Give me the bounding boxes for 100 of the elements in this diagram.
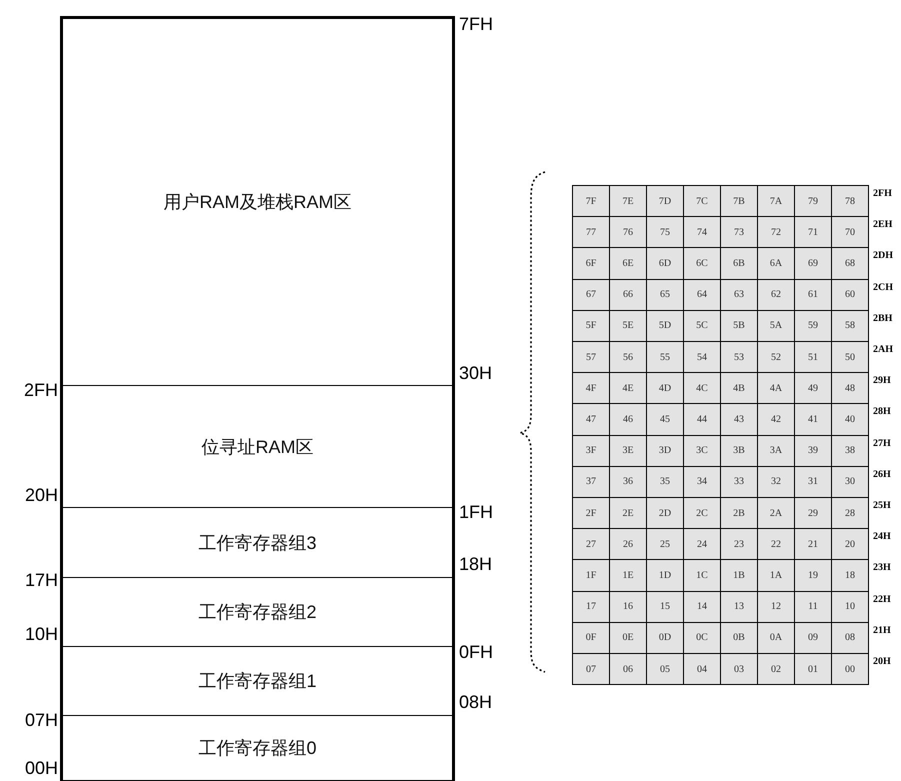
bit-address: 13 [720, 590, 758, 623]
bit-address: 69 [794, 247, 832, 280]
bit-address: 04 [683, 653, 721, 686]
bit-address: 17 [572, 590, 610, 623]
bit-address: 35 [646, 466, 684, 498]
bit-address: 00 [831, 653, 869, 686]
bit-address: 3C [683, 434, 721, 467]
byte-address-label: 24H [873, 531, 891, 544]
address-label: 00H [24, 758, 58, 778]
bit-address: 68 [831, 247, 869, 280]
address-label: 1FH [459, 502, 494, 522]
bit-address: 7A [757, 185, 795, 218]
bit-address: 28 [831, 497, 869, 530]
bit-address: 4E [609, 372, 647, 404]
bit-address: 1E [609, 559, 647, 592]
bit-address: 27 [572, 528, 610, 560]
bit-address: 50 [831, 341, 869, 374]
bit-address: 06 [609, 653, 647, 686]
bit-address: 03 [720, 653, 758, 686]
bit-address: 22 [757, 528, 795, 560]
bit-address: 1F [572, 559, 610, 592]
bit-address: 49 [794, 372, 832, 404]
bit-address: 11 [794, 590, 832, 623]
bit-address: 4B [720, 372, 758, 404]
bit-address: 6B [720, 247, 758, 280]
bit-address: 09 [794, 622, 832, 654]
bit-address: 0A [757, 622, 795, 654]
bit-address: 5C [683, 310, 721, 342]
bit-address: 71 [794, 216, 832, 248]
byte-address-label: 23H [873, 562, 891, 574]
bit-address: 62 [757, 278, 795, 311]
bit-address: 6C [683, 247, 721, 280]
address-label: 07H [24, 710, 58, 730]
bit-address: 66 [609, 278, 647, 311]
byte-address-label: 20H [873, 656, 891, 668]
bit-address: 7F [572, 185, 610, 218]
bit-address: 7C [683, 185, 721, 218]
bit-address: 60 [831, 278, 869, 311]
bit-address: 7D [646, 185, 684, 218]
bit-address: 1C [683, 559, 721, 592]
bit-address: 24 [683, 528, 721, 560]
bit-address: 59 [794, 310, 832, 342]
address-label: 2FH [24, 380, 58, 400]
byte-address-label: 2AH [873, 344, 893, 356]
bit-address: 1D [646, 559, 684, 592]
byte-address-label: 29H [873, 375, 891, 388]
bit-address: 2A [757, 497, 795, 530]
bit-address: 6A [757, 247, 795, 280]
bit-address: 70 [831, 216, 869, 248]
bit-address: 2B [720, 497, 758, 530]
byte-address-label: 2EH [873, 219, 892, 232]
bit-address: 01 [794, 653, 832, 686]
byte-address-label: 22H [873, 594, 891, 606]
bit-address: 0D [646, 622, 684, 654]
section-label: 工作寄存器组0 [198, 737, 316, 760]
bit-address: 33 [720, 466, 758, 498]
bit-address: 3E [609, 434, 647, 467]
address-label: 08H [459, 692, 492, 712]
bit-address: 43 [720, 403, 758, 436]
bit-address: 56 [609, 341, 647, 374]
bit-address: 08 [831, 622, 869, 654]
bit-address: 21 [794, 528, 832, 560]
byte-address-label: 2DH [873, 250, 893, 262]
bit-address: 45 [646, 403, 684, 436]
bit-address: 67 [572, 278, 610, 311]
bit-address: 74 [683, 216, 721, 248]
bit-address: 14 [683, 590, 721, 623]
bit-address: 3F [572, 434, 610, 467]
bit-address: 3A [757, 434, 795, 467]
bit-address: 79 [794, 185, 832, 218]
address-label: 17H [24, 570, 58, 590]
bit-address: 18 [831, 559, 869, 592]
bit-address: 0E [609, 622, 647, 654]
byte-address-label: 2BH [873, 312, 892, 325]
bit-address: 76 [609, 216, 647, 248]
section-label: 工作寄存器组2 [198, 601, 316, 624]
bit-address: 55 [646, 341, 684, 374]
bit-address: 2D [646, 497, 684, 530]
bit-address: 77 [572, 216, 610, 248]
bit-address: 42 [757, 403, 795, 436]
bit-address: 16 [609, 590, 647, 623]
byte-address-label: 26H [873, 468, 891, 481]
bit-address: 63 [720, 278, 758, 311]
address-label: 7FH [459, 14, 494, 34]
bit-address: 37 [572, 466, 610, 498]
address-label: 18H [459, 554, 492, 574]
bit-address: 51 [794, 341, 832, 374]
bit-address: 26 [609, 528, 647, 560]
bit-address: 5B [720, 310, 758, 342]
bit-address: 52 [757, 341, 795, 374]
byte-address-label: 25H [873, 500, 891, 512]
bit-address: 2C [683, 497, 721, 530]
bit-address: 58 [831, 310, 869, 342]
bit-address: 0F [572, 622, 610, 654]
bit-address: 2F [572, 497, 610, 530]
bit-address: 10 [831, 590, 869, 623]
bit-address: 15 [646, 590, 684, 623]
bit-address: 3B [720, 434, 758, 467]
bit-address: 6D [646, 247, 684, 280]
bit-address: 41 [794, 403, 832, 436]
